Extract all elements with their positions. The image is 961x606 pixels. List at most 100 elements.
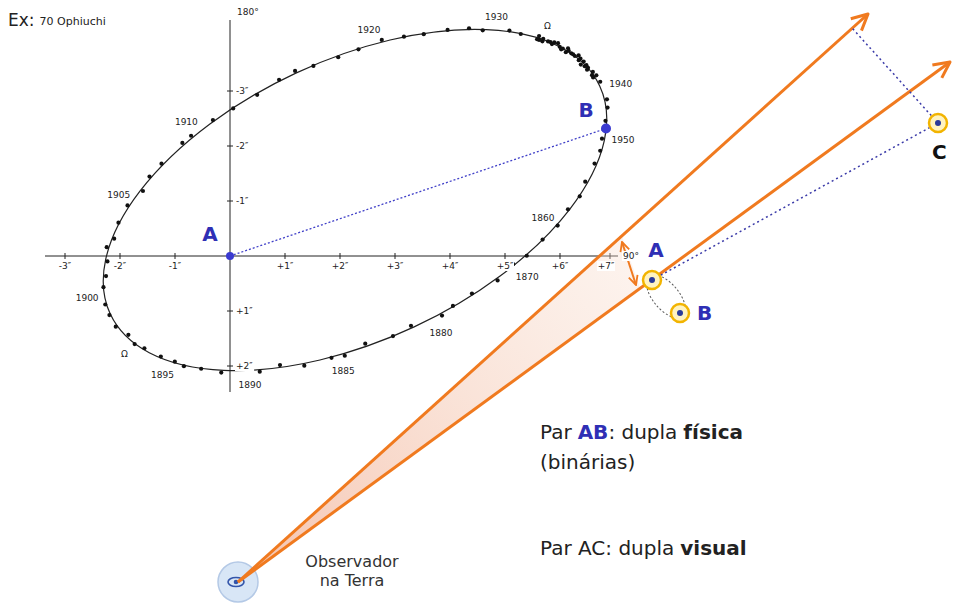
year-label: 1930 — [484, 12, 509, 23]
star-label: C — [932, 140, 947, 164]
star-label: A — [648, 238, 663, 262]
year-label: 1870 — [515, 272, 540, 283]
year-label: 1950 — [610, 135, 635, 146]
observation-dot — [481, 28, 485, 32]
year-label: 1885 — [331, 366, 356, 377]
observation-dot — [199, 367, 203, 371]
observation-dot — [605, 106, 609, 110]
observation-dot — [592, 161, 596, 165]
observation-dot — [541, 238, 545, 242]
observation-dot — [231, 106, 235, 110]
observation-dot — [125, 203, 129, 207]
axis-tick-label: -2″ — [113, 261, 127, 272]
observation-dot — [603, 119, 607, 123]
observation-dot — [255, 93, 259, 97]
observation-dot — [211, 118, 215, 122]
year-label: Ω — [120, 349, 129, 360]
axis-tick-label: +3″ — [386, 261, 405, 272]
observation-dot — [311, 64, 315, 68]
star-label: A — [202, 222, 217, 246]
observation-dot — [583, 180, 587, 184]
observation-dot — [470, 291, 474, 295]
observation-dot — [578, 194, 582, 198]
observation-dot — [380, 38, 384, 42]
observation-dot — [561, 47, 565, 51]
observation-dot — [107, 313, 111, 317]
observation-dot — [577, 58, 581, 62]
observation-dot — [101, 285, 105, 289]
observation-dot — [566, 207, 570, 211]
observation-dot — [104, 274, 108, 278]
star-ring — [643, 271, 661, 289]
observation-dot — [600, 137, 604, 141]
orbit-plot — [45, 0, 659, 441]
x-axis — [45, 256, 618, 257]
star-ring — [929, 114, 947, 132]
observation-dot — [277, 78, 281, 82]
year-label: 1905 — [106, 190, 131, 201]
observation-dot — [582, 59, 586, 63]
observation-dot — [556, 41, 560, 45]
binary-orbit — [639, 268, 692, 325]
year-label: 1880 — [429, 328, 454, 339]
text-line: ParAB: duplafísica — [540, 419, 743, 445]
separation-line — [652, 123, 938, 280]
axis-tick-label: +2″ — [331, 261, 350, 272]
observation-dot — [116, 221, 120, 225]
text-line: (binárias) — [540, 449, 635, 475]
observation-dot — [329, 356, 333, 360]
observation-dot — [552, 40, 556, 44]
observation-dot — [422, 32, 426, 36]
observer-label: Observador na Terra — [298, 552, 406, 590]
observation-dot — [343, 354, 347, 358]
observation-dot — [126, 333, 130, 337]
observation-dot — [440, 313, 444, 317]
observation-dot — [579, 62, 583, 66]
observation-dot — [591, 75, 595, 79]
year-label: 1920 — [357, 25, 382, 36]
axis-tick-label: +6″ — [551, 261, 570, 272]
axis-tick-label: -1″ — [168, 261, 182, 272]
observation-dot — [258, 370, 262, 374]
sightline-illustration — [218, 14, 950, 602]
observation-dot — [112, 237, 116, 241]
observation-dot — [278, 363, 282, 367]
star-dot — [226, 252, 234, 260]
example-prefix: Ex: — [8, 10, 35, 30]
text-line: Par AC: duplavisual — [540, 535, 747, 561]
axis-tick-label: +5″ — [496, 261, 515, 272]
observation-dot — [105, 259, 109, 263]
axis-tick-label: -3″ — [235, 86, 249, 97]
axis-ticks — [227, 91, 233, 366]
star-name: 70 Ophiuchi — [40, 15, 106, 28]
star-dot — [677, 310, 683, 316]
separation-line — [230, 129, 606, 257]
observation-dot — [573, 54, 577, 58]
observation-dot — [159, 354, 163, 358]
observation-dot — [142, 346, 146, 350]
observation-dot — [451, 304, 455, 308]
year-label: 1890 — [238, 380, 263, 391]
observation-dot — [114, 325, 118, 329]
year-label: 1940 — [608, 79, 633, 90]
observation-dot — [105, 245, 109, 249]
caption-text: (binárias) — [540, 449, 635, 475]
observation-dot — [409, 324, 413, 328]
axis-tick-label: +7″ — [597, 261, 616, 272]
star-ring — [671, 304, 689, 322]
axis-tick-label: -1″ — [235, 196, 249, 207]
observation-dot — [496, 278, 500, 282]
caption-text: visual — [680, 535, 746, 561]
year-label: Ω — [543, 21, 552, 32]
year-label: 1900 — [75, 293, 100, 304]
year-label: 1860 — [531, 213, 556, 224]
observation-dot — [363, 342, 367, 346]
angle-wedge — [238, 236, 640, 582]
caption-text: Par AC: dupla — [540, 535, 674, 561]
observation-dot — [467, 26, 471, 30]
observation-dot — [556, 223, 560, 227]
observation-dot — [525, 254, 529, 258]
axis-tick-label: -3″ — [58, 261, 72, 272]
observation-dot — [548, 40, 552, 44]
